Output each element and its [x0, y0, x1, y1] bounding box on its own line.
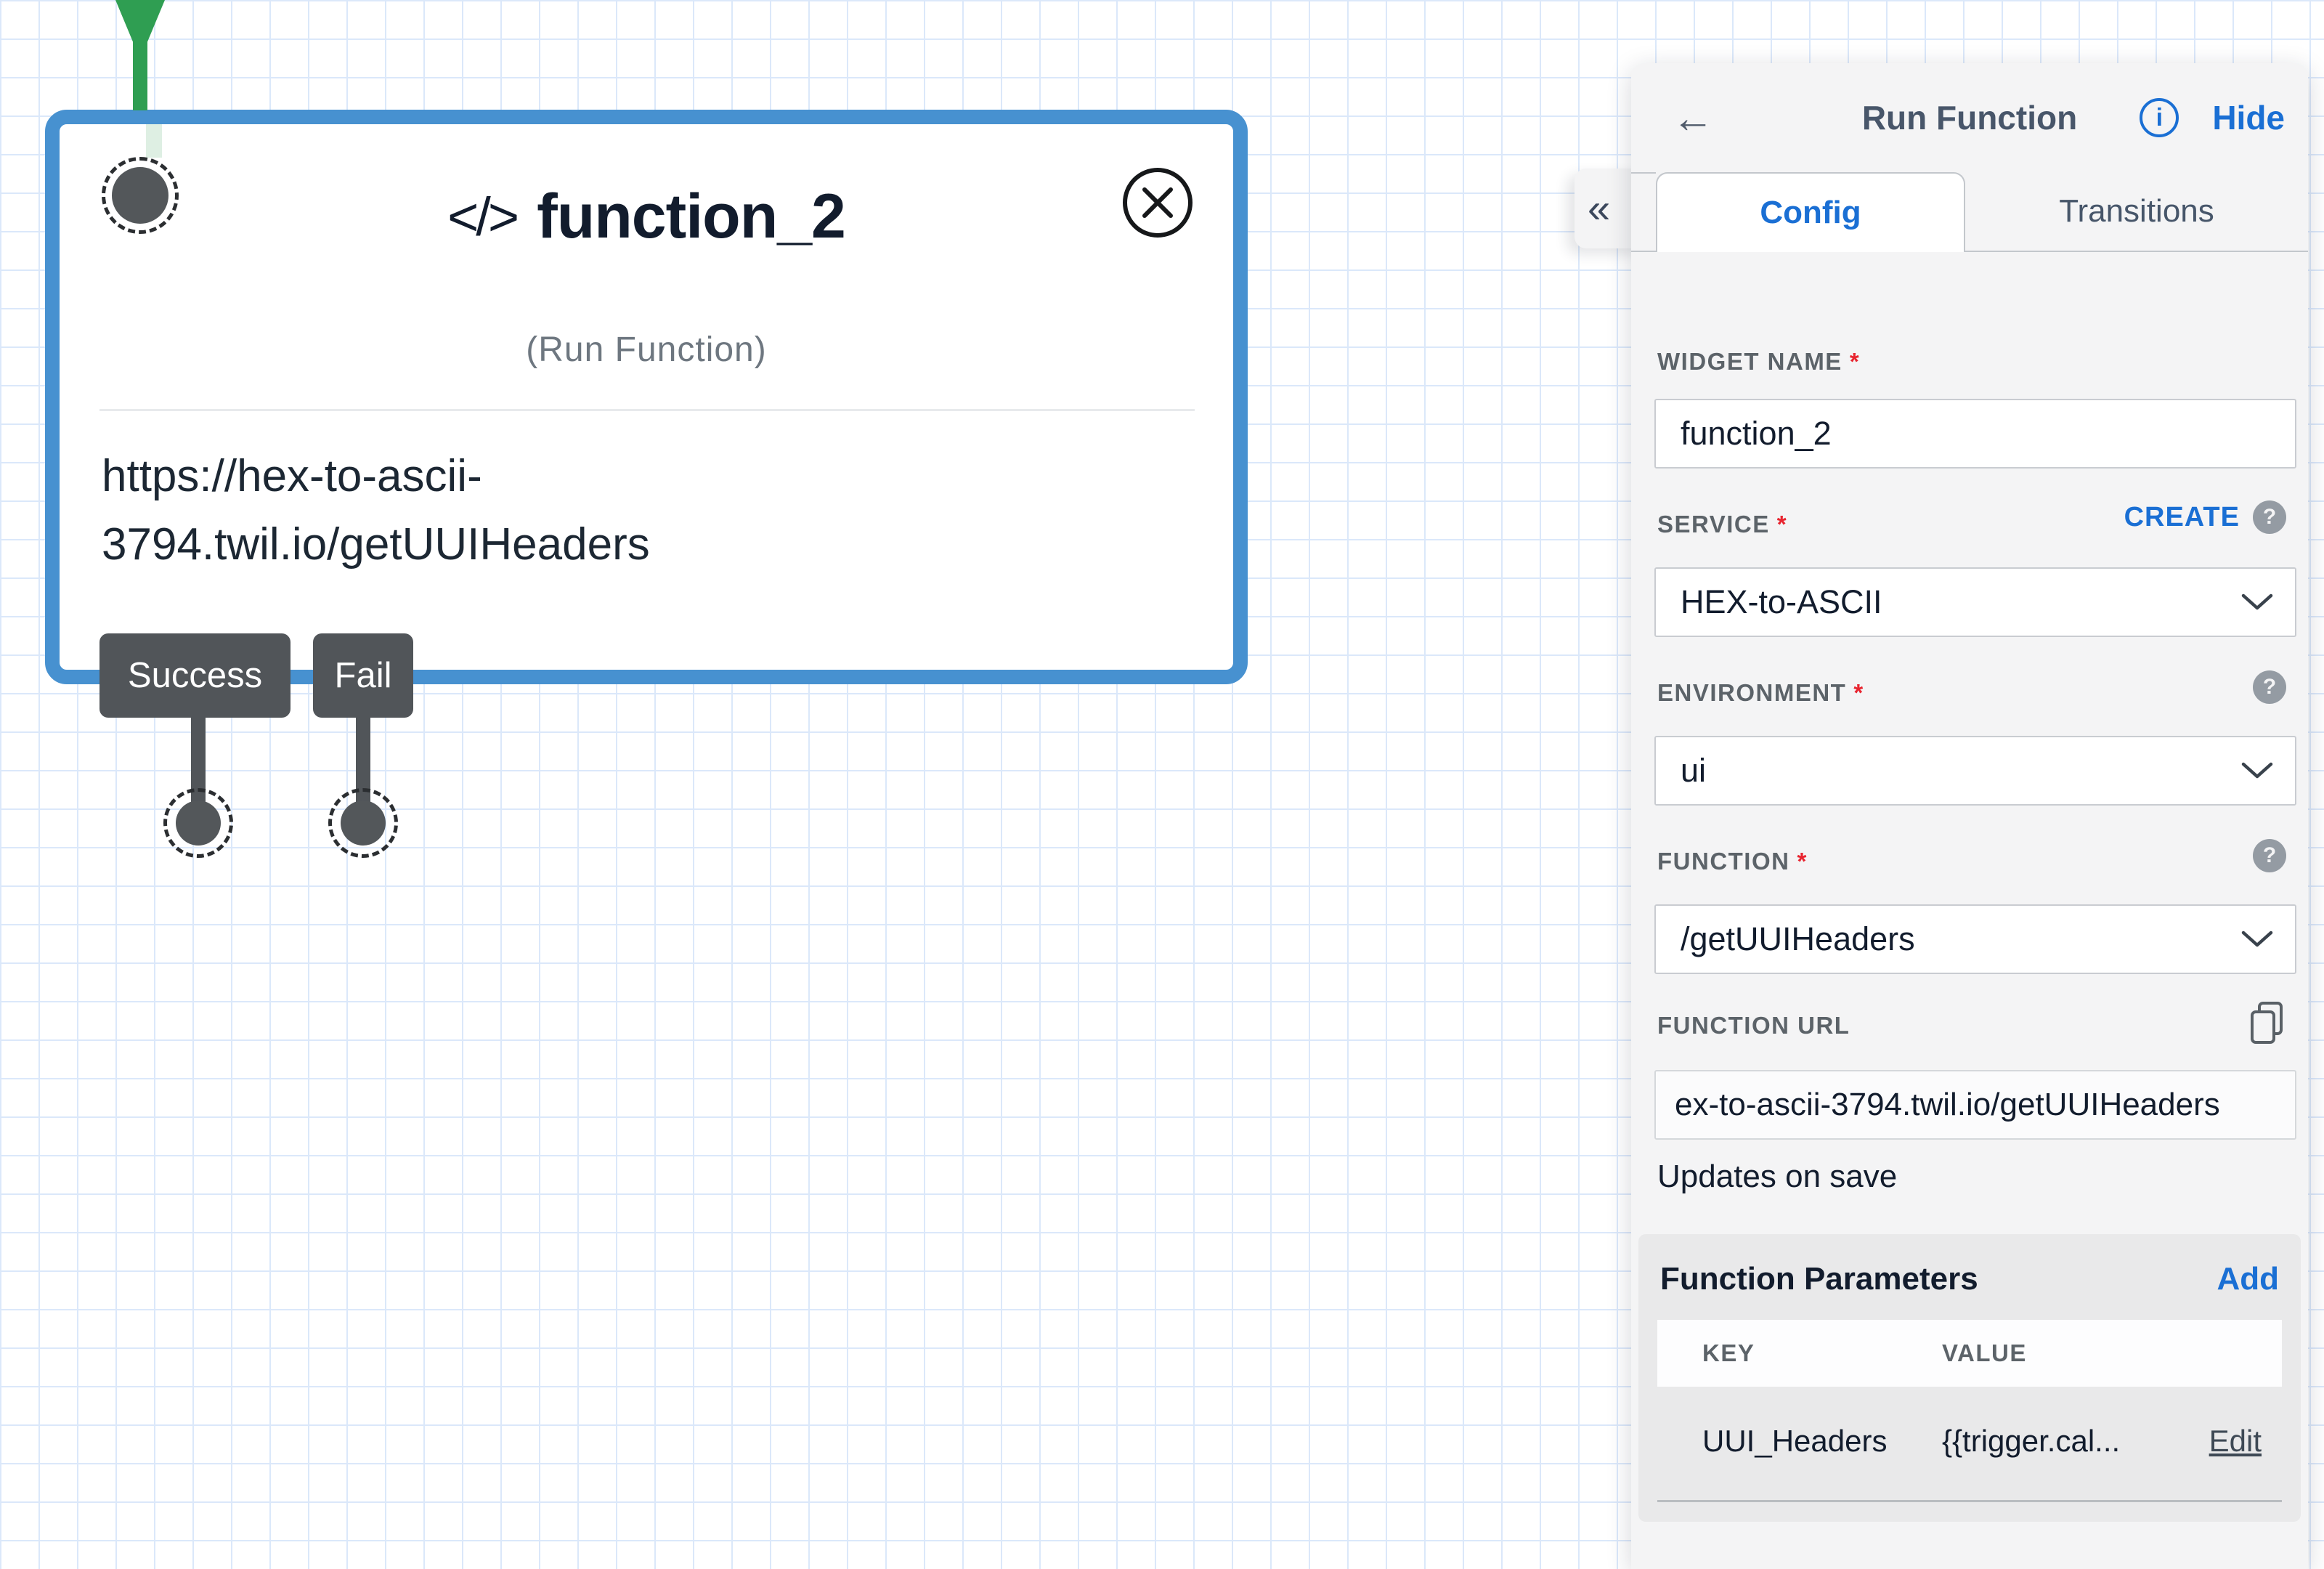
function-parameters-header: Function Parameters Add [1660, 1256, 2279, 1302]
chevron-down-icon [2241, 931, 2273, 947]
parameters-table-header: KEY VALUE [1657, 1320, 2282, 1387]
parameter-row: UUI_Headers {{trigger.cal... Edit [1657, 1401, 2282, 1481]
column-header-key: KEY [1702, 1339, 1755, 1366]
tab-transitions[interactable]: Transitions [2059, 193, 2214, 229]
fail-output-dot [341, 800, 386, 846]
function-parameters-title: Function Parameters [1660, 1261, 1978, 1297]
environment-select[interactable]: ui [1654, 736, 2296, 806]
widget-title-row: </> function_2 [60, 177, 1233, 256]
service-select[interactable]: HEX-to-ASCII [1654, 567, 2296, 637]
widget-card-function-2[interactable]: </> function_2 (Run Function) https://he… [45, 110, 1248, 684]
service-select-value: HEX-to-ASCII [1681, 583, 1882, 620]
hide-panel-link[interactable]: Hide [2212, 99, 2285, 137]
updates-on-save-note: Updates on save [1657, 1159, 1898, 1194]
success-connector-stem [191, 715, 206, 806]
required-asterisk: * [1797, 848, 1808, 875]
code-icon: </> [447, 186, 519, 247]
url-line-1: https://hex-to-ascii- [102, 451, 482, 501]
function-select-value: /getUUIHeaders [1681, 920, 1915, 957]
parameters-divider [1657, 1500, 2282, 1502]
edit-parameter-link[interactable]: Edit [2209, 1424, 2262, 1458]
function-url-label: FUNCTION URL [1657, 1012, 1850, 1039]
back-button[interactable]: ← [1672, 94, 1714, 142]
help-icon[interactable]: ? [2253, 670, 2286, 704]
close-icon [1142, 187, 1173, 218]
transition-success-button[interactable]: Success [99, 633, 290, 718]
help-icon[interactable]: ? [2253, 500, 2286, 534]
collapse-chevrons-icon: « [1588, 185, 1611, 231]
panel-header-actions: i Hide [2140, 63, 2285, 172]
required-asterisk: * [1849, 348, 1861, 375]
widget-function-url: https://hex-to-ascii- 3794.twil.io/getUUI… [102, 442, 650, 579]
connector-fade-segment [146, 124, 162, 158]
delete-widget-button[interactable] [1123, 168, 1193, 238]
tab-config[interactable]: Config [1656, 172, 1965, 252]
function-url-actions [2247, 1000, 2286, 1045]
incoming-connector-arrow [115, 0, 165, 110]
info-icon[interactable]: i [2140, 98, 2179, 137]
service-label-text: SERVICE [1657, 511, 1770, 538]
function-parameters-section: Function Parameters Add KEY VALUE UUI_He… [1638, 1234, 2301, 1522]
function-actions: ? [2253, 839, 2286, 872]
function-select[interactable]: /getUUIHeaders [1654, 904, 2296, 974]
fail-connector-stem [356, 715, 370, 806]
widget-name-input[interactable]: function_2 [1654, 399, 2296, 469]
widget-title: function_2 [537, 181, 846, 251]
copy-icon[interactable] [2247, 1000, 2286, 1045]
widget-config-panel: ← Run Function i Hide Config Transitions… [1631, 63, 2308, 1569]
chevron-down-icon [2241, 762, 2273, 779]
function-url-input[interactable]: ex-to-ascii-3794.twil.io/getUUIHeaders [1654, 1070, 2296, 1140]
success-output-dot [176, 800, 221, 846]
panel-tabs: Config Transitions [1631, 172, 2308, 252]
panel-header: ← Run Function i Hide [1631, 63, 2308, 172]
input-connection-port[interactable] [102, 157, 179, 234]
parameter-value: {{trigger.cal... [1942, 1424, 2121, 1458]
service-actions: CREATE ? [2124, 500, 2286, 534]
function-url-label-text: FUNCTION URL [1657, 1012, 1850, 1039]
required-asterisk: * [1776, 511, 1788, 538]
fail-output-port[interactable] [328, 788, 398, 858]
url-line-2: 3794.twil.io/getUUIHeaders [102, 519, 650, 569]
environment-label: ENVIRONMENT* [1657, 679, 1864, 707]
transition-fail-button[interactable]: Fail [313, 633, 413, 718]
environment-label-text: ENVIRONMENT [1657, 679, 1847, 706]
chevron-down-icon [2241, 593, 2273, 610]
tabs-bottom-divider [1631, 251, 2308, 252]
widget-type-label: (Run Function) [526, 331, 767, 369]
help-icon[interactable]: ? [2253, 839, 2286, 872]
function-label-text: FUNCTION [1657, 848, 1790, 875]
card-divider [99, 409, 1195, 411]
success-output-port[interactable] [163, 788, 233, 858]
widget-name-label-text: WIDGET NAME [1657, 348, 1842, 375]
required-asterisk: * [1853, 679, 1864, 706]
tabs-top-divider [1631, 172, 1656, 174]
panel-title: Run Function [1861, 99, 2078, 137]
add-parameter-link[interactable]: Add [2217, 1261, 2279, 1297]
input-connection-dot [112, 167, 168, 224]
create-service-link[interactable]: CREATE [2124, 501, 2240, 532]
parameter-key: UUI_Headers [1702, 1424, 1888, 1458]
environment-actions: ? [2253, 670, 2286, 704]
environment-select-value: ui [1681, 752, 1707, 789]
widget-name-label: WIDGET NAME * [1657, 348, 1860, 376]
function-label: FUNCTION * [1657, 848, 1808, 875]
column-header-value: VALUE [1942, 1339, 2027, 1366]
service-label: SERVICE* [1657, 511, 1787, 538]
